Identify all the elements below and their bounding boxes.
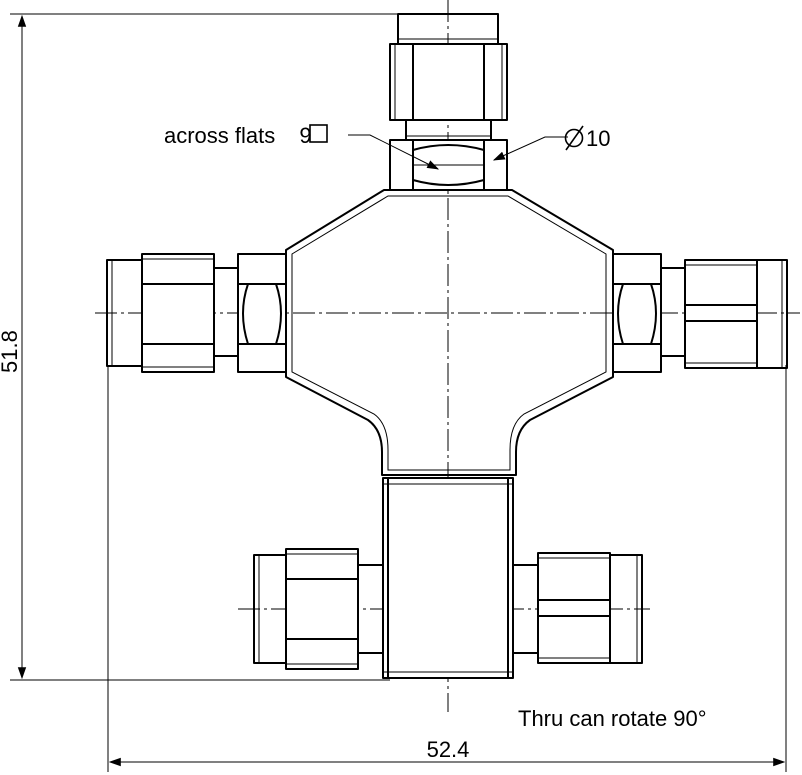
bottom-tube bbox=[382, 477, 514, 679]
bottom-left-fitting bbox=[253, 548, 384, 670]
dimension-lines bbox=[10, 13, 787, 772]
rotation-note: Thru can rotate 90° bbox=[518, 706, 707, 731]
across-flats-label: across flats 9 bbox=[164, 123, 312, 148]
labels: across flats 9 10 51.8 52.4 Thru can rot… bbox=[0, 123, 707, 762]
body bbox=[285, 189, 614, 476]
width-dimension-label: 52.4 bbox=[427, 737, 470, 762]
diameter-label: 10 bbox=[586, 126, 610, 151]
right-fitting bbox=[612, 253, 788, 373]
left-fitting bbox=[106, 253, 287, 373]
diameter-symbol-icon bbox=[564, 125, 584, 151]
top-fitting bbox=[389, 13, 508, 191]
leader-lines bbox=[348, 134, 568, 170]
square-symbol-icon bbox=[309, 124, 328, 143]
height-dimension-label: 51.8 bbox=[0, 330, 22, 373]
bottom-right-fitting bbox=[512, 552, 643, 664]
